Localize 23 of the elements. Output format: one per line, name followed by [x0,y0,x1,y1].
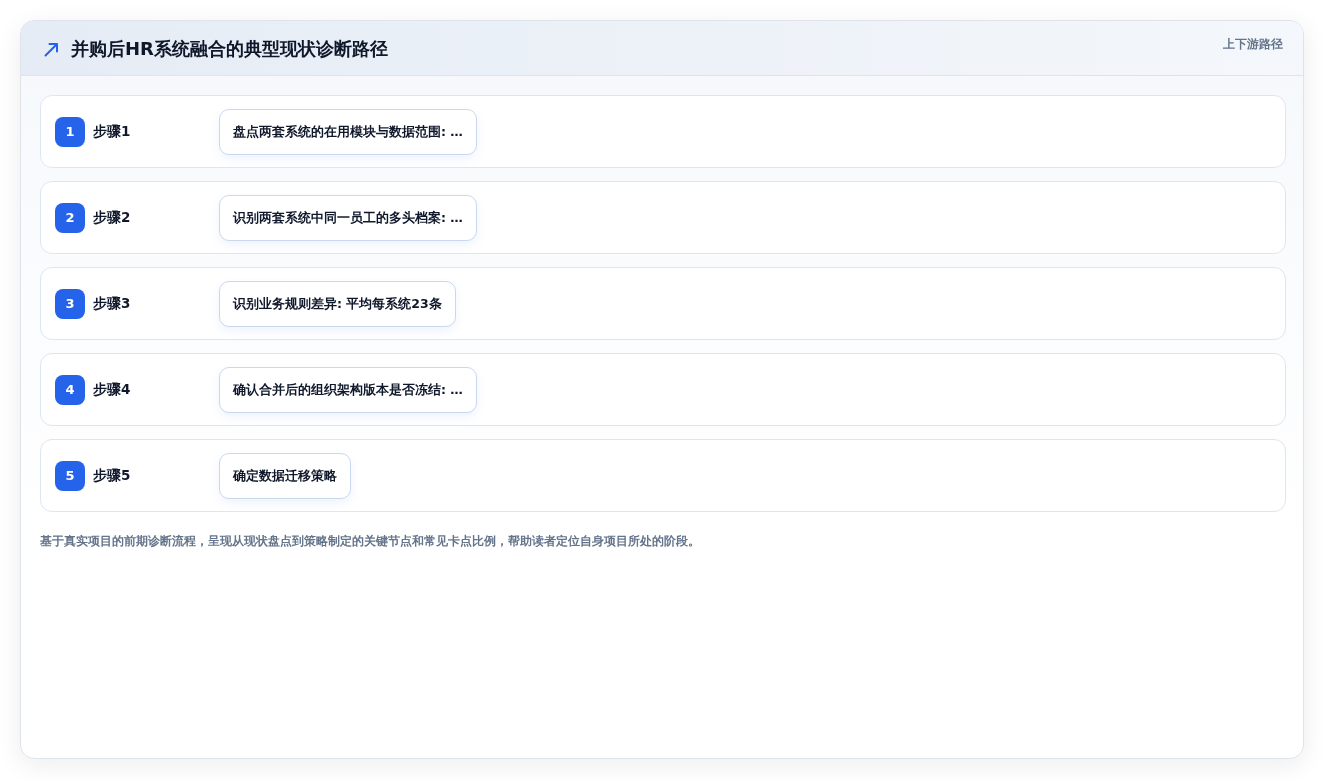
step-box: 识别两套系统中同一员工的多头档案: … [219,195,477,241]
step-card [40,95,1286,168]
step-card [40,353,1286,426]
step-card [40,439,1286,512]
header-label: 上下游路径 [1223,36,1283,53]
step-number-badge: 3 [55,289,85,319]
caption-text: 基于真实项目的前期诊断流程，呈现从现状盘点到策略制定的关键节点和常见卡点比例，帮助读者定位自身项目所处的阶段。 [40,533,700,550]
step-card [40,181,1286,254]
step-card [40,267,1286,340]
step-label: 步骤5 [93,466,131,485]
step-label: 步骤2 [93,208,131,227]
step-label: 步骤4 [93,380,131,399]
diagram-title: 并购后HR系统融合的典型现状诊断路径 [71,37,388,61]
step-label: 步骤3 [93,294,131,313]
step-number-badge: 5 [55,461,85,491]
step-box: 识别业务规则差异: 平均每系统23条 [219,281,456,327]
step-box: 确定数据迁移策略 [219,453,351,499]
step-box: 盘点两套系统的在用模块与数据范围: … [219,109,477,155]
step-box: 确认合并后的组织架构版本是否冻结: … [219,367,477,413]
step-number-badge: 4 [55,375,85,405]
step-label: 步骤1 [93,122,131,141]
step-number-badge: 2 [55,203,85,233]
step-number-badge: 1 [55,117,85,147]
